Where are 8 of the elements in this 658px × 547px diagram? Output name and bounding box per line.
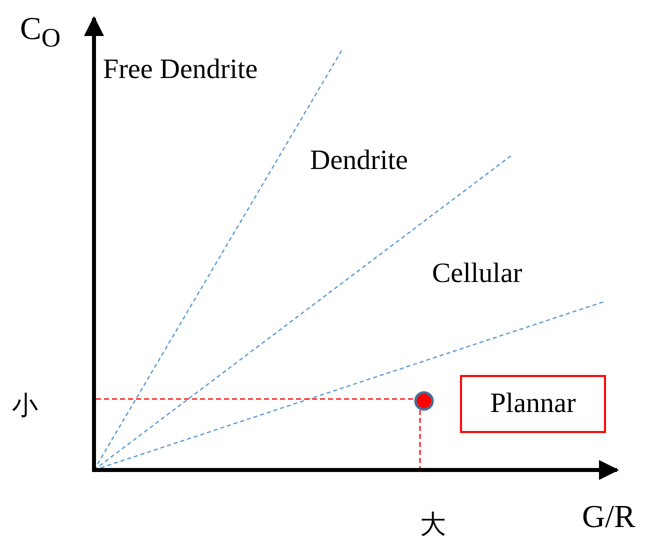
region-box: Plannar bbox=[460, 375, 606, 433]
region-label: Cellular bbox=[432, 260, 522, 288]
region-label: Free Dendrite bbox=[103, 56, 258, 84]
axis-label: G/R bbox=[582, 500, 636, 532]
region-label: Dendrite bbox=[310, 147, 408, 175]
tick-label: 大 bbox=[420, 512, 446, 538]
tick-label: 小 bbox=[12, 393, 38, 419]
axis-label: C$_{O}$ bbox=[20, 12, 61, 52]
